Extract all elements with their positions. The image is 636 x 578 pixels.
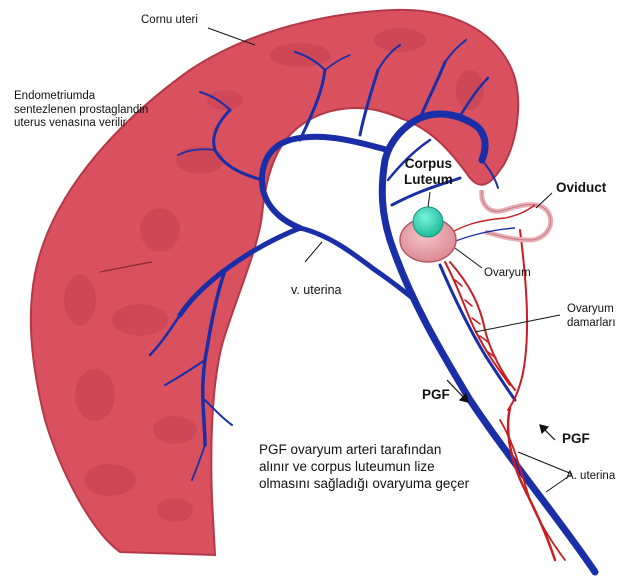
uterine-horn	[29, 8, 520, 557]
corpus-luteum-line-2: Luteum	[404, 171, 453, 187]
label-v-uterina: v. uterina	[291, 283, 342, 297]
label-oviduct: Oviduct	[556, 180, 607, 195]
pgf-note-line-1: PGF ovaryum arteri tarafından	[259, 442, 442, 457]
oviduct-tube-outline	[481, 189, 552, 241]
corpus-luteum-line-1: Corpus	[404, 156, 452, 171]
uterine-texture	[64, 28, 484, 522]
pointer-lines	[207, 27, 573, 493]
pgf-flow-arrows	[446, 379, 556, 441]
label-ovaryum-damarlari: Ovaryum damarları	[567, 303, 616, 330]
label-ovaryum: Ovaryum	[484, 267, 531, 279]
endometrium-note-line-3: uterus venasına verilir	[14, 117, 127, 130]
pgf-note-line-2: alınır ve corpus luteumun lize	[259, 458, 435, 474]
label-pgf-left: PGF	[422, 387, 450, 402]
endometrium-note-line-1: Endometriumda	[14, 90, 96, 102]
endometrium-note-line-2: sentezlenen prostaglandin	[14, 103, 149, 116]
corpus-luteum	[412, 206, 444, 238]
label-cornu-uteri: Cornu uteri	[141, 14, 198, 26]
uterine-vein	[148, 39, 599, 576]
pgf-note-line-3: olmasını sağladığı ovaryuma geçer	[259, 475, 470, 491]
uterine-fold-line	[99, 261, 153, 273]
label-corpus-luteum: Corpus Luteum	[404, 156, 453, 188]
ovaryum-damarlari-line-2: damarları	[567, 316, 616, 329]
label-endometrium-note: Endometriumda sentezlenen prostaglandin …	[14, 90, 148, 131]
ovaryum-damarlari-line-1: Ovaryum	[567, 303, 614, 315]
label-pgf-right: PGF	[562, 431, 590, 446]
label-pgf-note: PGF ovaryum arteri tarafından alınır ve …	[259, 442, 469, 493]
label-a-uterina: A. uterina	[566, 470, 616, 482]
